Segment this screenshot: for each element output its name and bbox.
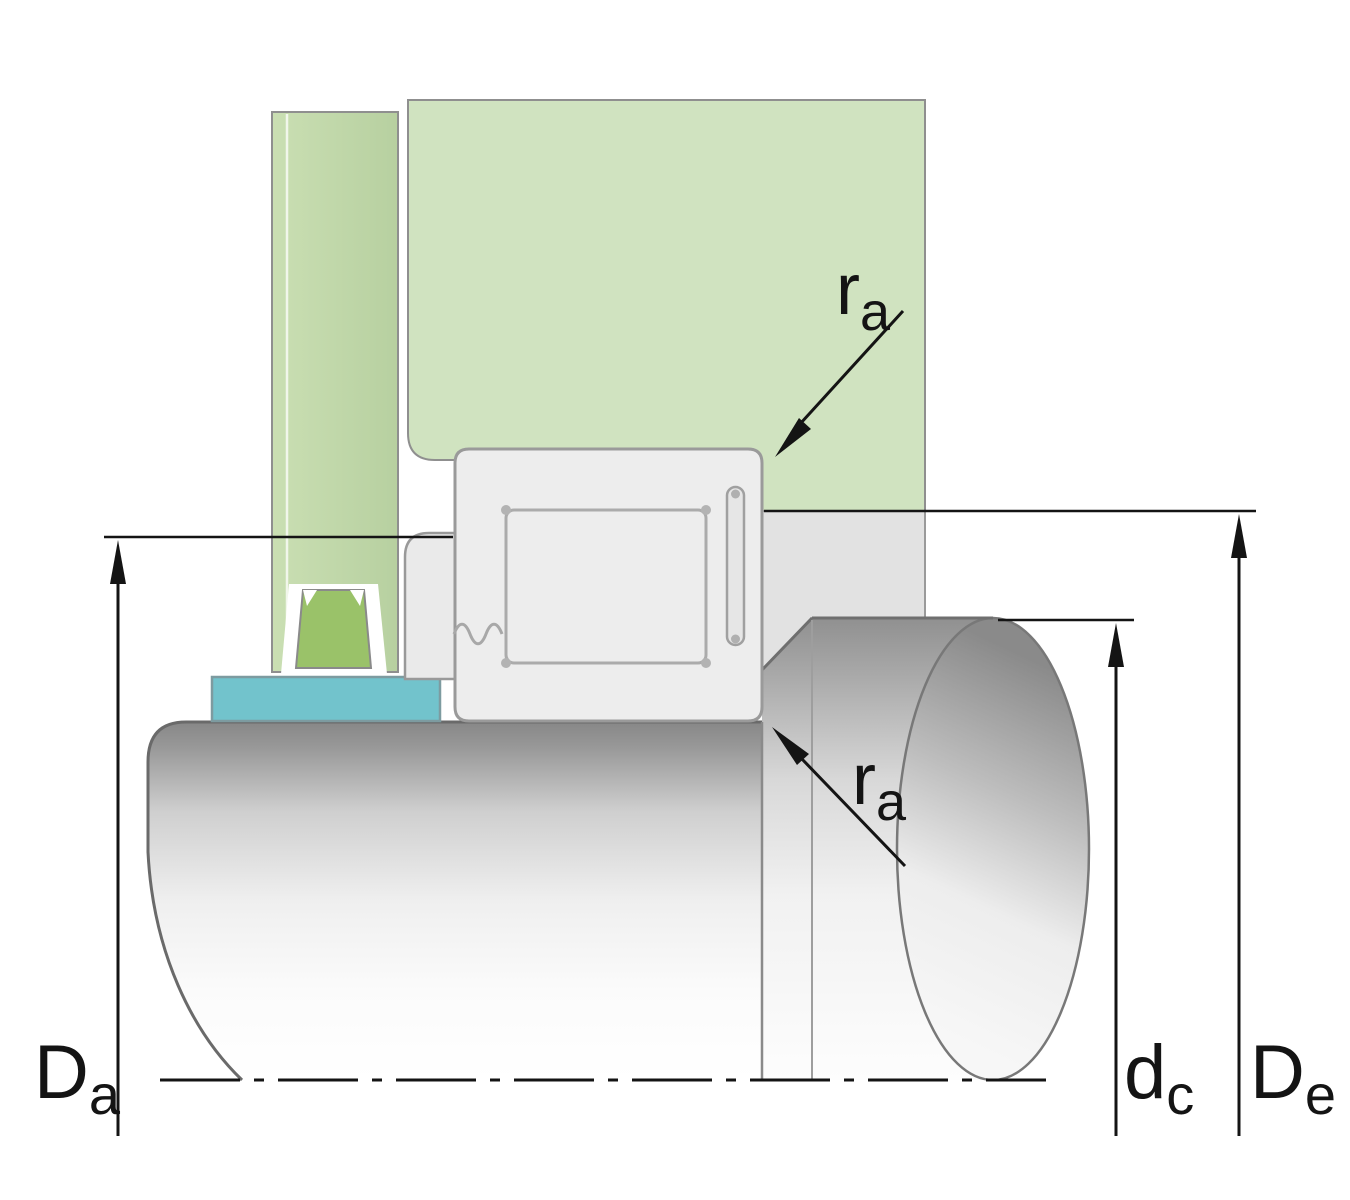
dimension-lines [104, 309, 1256, 1136]
de-arrowhead [1231, 514, 1247, 558]
shoulder-chamfer-edge [760, 616, 814, 672]
ra-bottom-leader-line [799, 756, 907, 868]
bearing-inner-lip [403, 531, 460, 681]
roller-corner-dot [701, 505, 711, 515]
spacer-ring [210, 675, 442, 723]
shaft-outline [146, 720, 762, 1082]
label-dc: dc [1124, 1030, 1194, 1126]
label-ra-top: ra [836, 250, 891, 342]
roller-corner-dot [701, 658, 711, 668]
ra-bottom-arrowhead [772, 727, 809, 765]
housing-cover-plate [271, 111, 399, 673]
label-De: De [1250, 1030, 1336, 1126]
roller-corner-dot [501, 505, 511, 515]
seal-element [294, 589, 373, 669]
seal-relief-notch-right [350, 590, 364, 606]
shaft-end-face [895, 616, 1091, 1082]
roller-element [504, 508, 708, 665]
shaft [148, 722, 762, 1080]
section-break-squiggle [452, 622, 504, 646]
da-arrowhead [110, 540, 126, 584]
guide-pin-dot [731, 634, 740, 644]
seal-relief-notch-left [303, 590, 317, 606]
ra-top-leader-line [798, 309, 905, 426]
guide-pin [725, 485, 746, 647]
dimension-labels: Da De dc ra ra [34, 250, 1336, 1126]
label-Da: Da [34, 1030, 121, 1126]
dc-arrowhead [1108, 623, 1124, 667]
guide-pin-dot [731, 489, 740, 499]
roller-corner-dot [501, 658, 511, 668]
ra-top-arrowhead [775, 418, 811, 457]
label-ra-bottom: ra [852, 740, 907, 832]
